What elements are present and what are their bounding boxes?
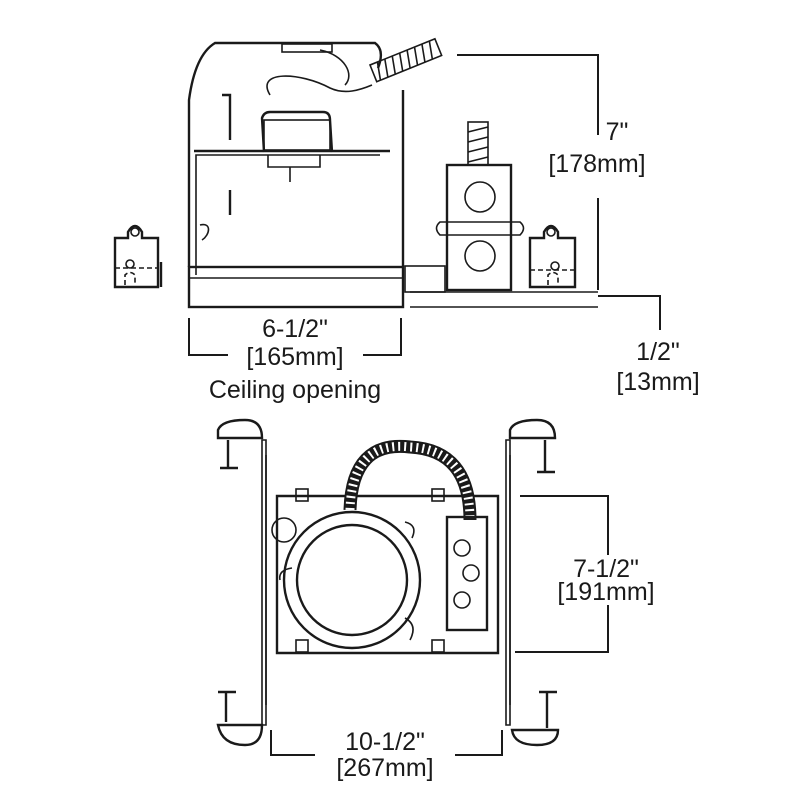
mounting-bracket-left [113,224,163,289]
opening-inches-label: 6-1/2" [262,315,328,343]
clip-top-left [216,418,264,470]
mounting-bracket-right [528,224,577,289]
plate-outline [275,494,500,655]
housing-outline [187,41,405,267]
flex-conduit [343,439,477,521]
aperture-inner [295,523,409,637]
socket-bracket [260,110,334,153]
opening-mm-label: [165mm] [246,343,343,371]
width-inches-label: 10-1/2" [345,728,425,756]
ceiling-line [410,291,598,308]
trim-ring [187,265,405,309]
flex-conduit-stub [368,37,443,83]
height-dimension-line [457,54,599,290]
ceiling-opening-caption: Ceiling opening [209,376,381,404]
wires [266,49,373,96]
width-dimension-line [270,730,503,756]
width-mm-label: [267mm] [336,754,433,782]
conduit-stub-vertical [467,121,489,166]
trim-inches-label: 1/2" [636,338,680,366]
trim-mm-label: [13mm] [616,368,699,396]
junction-box-top [445,515,489,632]
wing-nut [199,223,210,241]
trim-dimension-line [598,295,661,330]
side-view-drawing [113,37,598,309]
height-mm-label: [178mm] [548,150,645,178]
height-inches-label: 7" [606,118,629,146]
top-clip [281,43,333,53]
clip-bottom-right [510,690,560,747]
aperture-outer [282,510,422,650]
clip-top-right [508,418,557,474]
depth-mm-label: [191mm] [557,578,654,606]
depth-dimension-line [515,495,609,653]
clip-bottom-left [216,690,264,747]
opening-dimension-line [188,318,402,356]
slots [222,93,232,215]
bar-hanger-rails [261,439,511,726]
depth-inches-label: 7-1/2" [573,555,639,583]
top-view-drawing [216,418,560,747]
